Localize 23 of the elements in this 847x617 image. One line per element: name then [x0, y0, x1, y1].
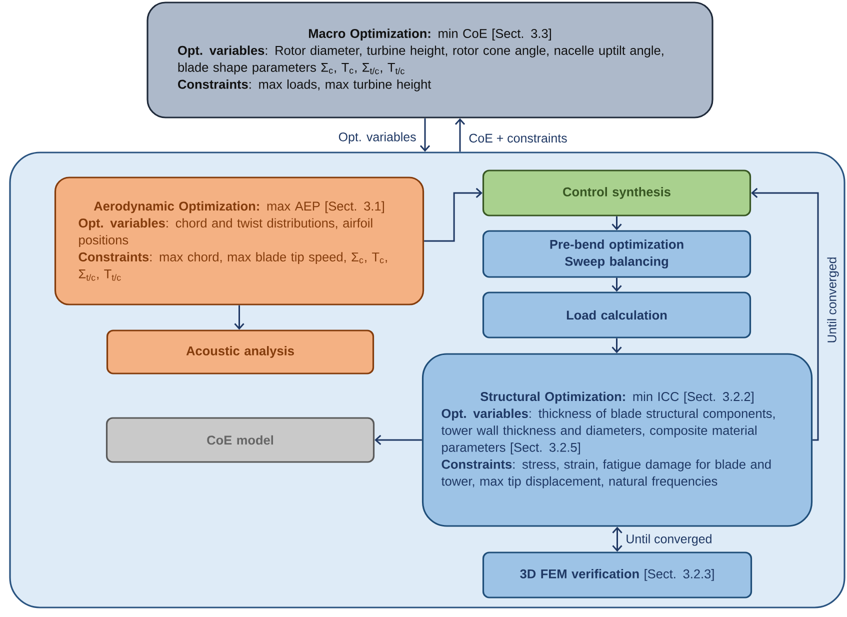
arrow	[612, 216, 622, 230]
optimization-box: Structural Optimization: min ICC [Sect. 3.2.2] Opt. variables: thickness of blade structural components, tower wall thickness and diameters, composite material parameters [Sect. 3.2.5] Constraints: stress, strain, fatigue damage for blade and tower, max tip displacement, natural frequencies	[422, 353, 813, 527]
arrow	[420, 118, 430, 152]
arrow	[612, 338, 622, 354]
process-box: CoE model	[106, 417, 375, 463]
arrow	[424, 188, 482, 242]
edge-label: Until converged	[826, 255, 840, 345]
arrow	[751, 188, 819, 441]
double-arrow	[612, 526, 622, 552]
edge-label: Until converged	[624, 532, 714, 548]
process-box: Load calculation	[482, 292, 752, 338]
edge-label: Opt. variables	[336, 130, 418, 146]
process-box: Pre-bend optimization Sweep balancing	[482, 230, 752, 278]
process-box: Control synthesis	[482, 170, 752, 216]
optimization-box: Aerodynamic Optimization: max AEP [Sect. 3.1] Opt. variables: chord and twist distributions, airfoil positions Constraints: max chord, max blade tip speed, Σ$_{c}$, T$_{c}$, Σ$_{t/c}$, T$_{t/c}$	[54, 176, 424, 306]
process-box: 3D FEM verification [Sect. 3.2.3]	[482, 552, 752, 598]
arrow	[454, 118, 466, 152]
process-box: Acoustic analysis	[106, 330, 374, 374]
arrow	[612, 278, 622, 292]
edge-label: CoE + constraints	[467, 132, 569, 144]
optimization-box: Macro Optimization: min CoE [Sect. 3.3] Opt. variables: Rotor diameter, turbine height, rotor cone angle, nacelle uptilt angle, blade shape parameters Σ$_{c}$, T$_{c}$, Σ$_{t/c}$, T$_{t/c}$ Constraints: max loads, max turbine height	[146, 2, 714, 118]
arrow	[234, 305, 244, 330]
arrow	[374, 434, 422, 446]
